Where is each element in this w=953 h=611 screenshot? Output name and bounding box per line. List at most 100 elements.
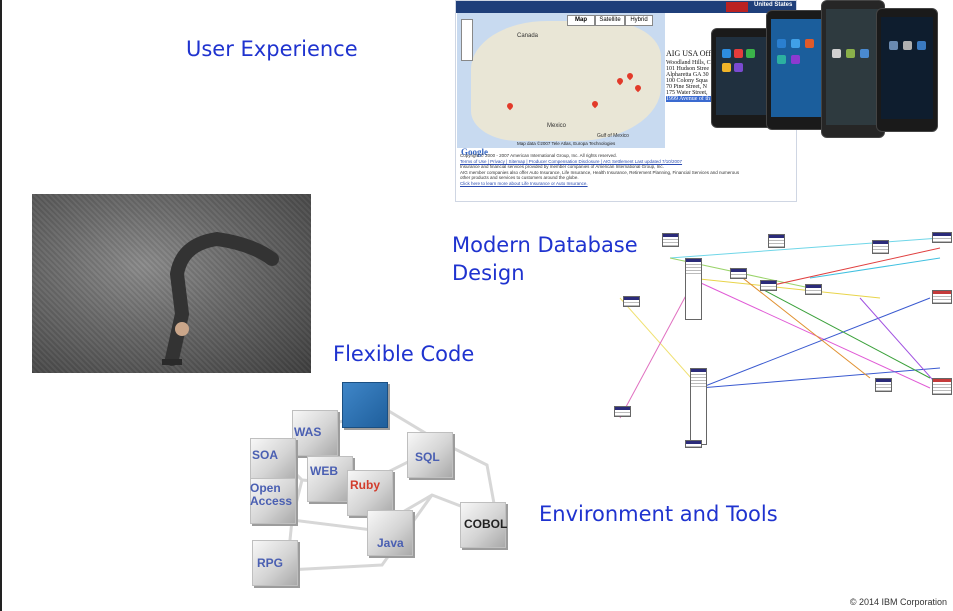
db-table: [730, 268, 747, 279]
db-table-row: [686, 271, 701, 274]
modern-database-label-line1: Modern Database: [452, 233, 638, 257]
map-footer-line: AIG member companies also offer Auto Ins…: [460, 169, 740, 175]
map-footer-line: other products and services to customers…: [460, 175, 579, 180]
db-table-row: [691, 375, 706, 378]
map-type-satellite-button[interactable]: Satellite: [595, 15, 625, 26]
cube-label-web: WEB: [310, 464, 338, 478]
office-item[interactable]: 70 Pine Street, N: [666, 84, 707, 90]
office-item[interactable]: 101 Hudson Stree: [666, 66, 709, 72]
db-table-row: [873, 250, 888, 253]
map-view[interactable]: Map Satellite Hybrid Canada Mexico Gulf …: [457, 13, 665, 157]
handstand-photo: [32, 194, 311, 373]
db-table-header: [769, 235, 784, 238]
app-tile-icon: [832, 49, 841, 58]
db-table-row: [624, 303, 639, 306]
db-table-row: [686, 444, 701, 447]
phone-image: [876, 8, 938, 132]
db-table-row: [933, 236, 951, 239]
db-table-row: [806, 288, 821, 291]
app-tile-icon: [903, 41, 912, 50]
office-item[interactable]: 175 Water Street,: [666, 90, 708, 96]
db-table-row: [933, 297, 951, 300]
db-table-row: [769, 238, 784, 241]
db-table-header: [624, 297, 639, 300]
map-footer-line: Insurance and financial services provide…: [460, 164, 664, 169]
db-table-header: [686, 441, 701, 444]
db-table-row: [731, 272, 746, 275]
db-table-row: [876, 385, 891, 388]
db-table-header: [686, 259, 701, 262]
cube-label-open-access: Open Access: [250, 481, 293, 508]
app-tile-icon: [746, 49, 755, 58]
app-tile-icon: [889, 41, 898, 50]
db-table-header: [761, 281, 776, 284]
map-label-canada: Canada: [517, 33, 539, 39]
db-table-row: [933, 391, 951, 394]
db-table-header: [691, 369, 706, 372]
db-table-row: [876, 388, 891, 391]
office-item[interactable]: 100 Colony Squa: [666, 78, 708, 84]
db-table: [614, 406, 631, 417]
db-table-header: [933, 379, 951, 382]
cube-label-sql: SQL: [415, 450, 440, 464]
app-tile-icon: [917, 41, 926, 50]
map-type-map-button[interactable]: Map: [567, 15, 595, 26]
map-header-country: United States: [754, 2, 793, 8]
phone-image: [821, 0, 885, 138]
db-table-header: [663, 234, 678, 237]
cube: [250, 478, 296, 524]
map-footer-link[interactable]: Click here to learn more about Life Insu…: [460, 180, 588, 186]
cube: [407, 432, 453, 478]
db-table: [932, 378, 952, 395]
db-table: [768, 234, 785, 248]
app-tile-icon: [860, 49, 869, 58]
office-item[interactable]: Alpharetta GA 30: [666, 72, 709, 78]
left-border-rule: [0, 0, 2, 611]
cube-label-cobol: COBOL: [464, 517, 508, 531]
smartphones-image: [711, 0, 953, 147]
db-table-header: [876, 379, 891, 382]
cube: [292, 410, 338, 456]
phone-image: [711, 28, 775, 128]
relationship-lines: [619, 237, 941, 419]
db-table: [760, 280, 777, 291]
map-label-mexico: Mexico: [547, 123, 567, 129]
db-table: [662, 233, 679, 247]
copyright-footer: © 2014 IBM Corporation: [849, 597, 947, 607]
db-table: [932, 232, 952, 243]
map-zoom-control[interactable]: [461, 19, 473, 61]
technology-cubes-graphic: WAS SOA WEB SQL Ruby Open Access Java CO…: [232, 370, 527, 610]
db-table-row: [686, 265, 701, 268]
environment-tools-label: Environment and Tools: [539, 502, 778, 526]
office-item[interactable]: Woodland Hills, C: [666, 60, 711, 66]
db-table: [805, 284, 822, 295]
db-table-row: [691, 384, 706, 387]
map-data-credit: Map data ©2007 Tele Atlas, Europa Techno…: [517, 141, 616, 146]
map-footer-line: Copyright © 2000 - 2007 American Interna…: [460, 153, 617, 158]
db-table-row: [691, 372, 706, 375]
db-table-row: [769, 244, 784, 247]
db-table: [932, 290, 952, 304]
db-table-row: [873, 247, 888, 250]
cube-label-was: WAS: [294, 425, 322, 439]
db-table: [685, 258, 702, 320]
businessman-handstand-figure: [162, 231, 279, 366]
db-table-header: [615, 407, 630, 410]
map-header-bar: United States: [456, 1, 796, 13]
db-table-row: [769, 241, 784, 244]
map-label-gulf: Gulf of Mexico: [597, 133, 629, 139]
app-tile-icon: [722, 63, 731, 72]
db-table-row: [663, 237, 678, 240]
highlighted-cube: [342, 382, 388, 428]
database-diagram: [610, 228, 953, 458]
map-footer-links[interactable]: Terms of Use | Privacy | Sitemap | Produ…: [460, 158, 683, 164]
phone-screen: [881, 17, 933, 119]
db-table-row: [615, 410, 630, 413]
office-list-title: AIG USA Offices: [666, 49, 724, 58]
db-table-header: [933, 233, 951, 236]
db-table-header: [806, 285, 821, 288]
map-type-hybrid-button[interactable]: Hybrid: [625, 15, 653, 26]
db-table-row: [663, 243, 678, 246]
db-table-row: [933, 385, 951, 388]
phone-screen: [826, 9, 880, 125]
